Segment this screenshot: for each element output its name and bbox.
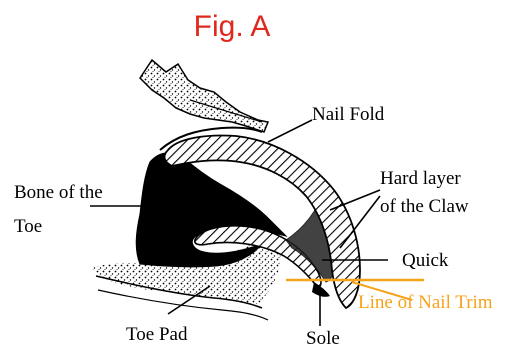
label-hard-layer-1: Hard layer <box>380 168 461 189</box>
label-quick: Quick <box>402 250 449 271</box>
label-toe-pad: Toe Pad <box>126 324 188 345</box>
figure-title: Fig. A <box>194 10 271 43</box>
label-hard-layer-2: of the Claw <box>380 196 469 217</box>
label-nail-fold: Nail Fold <box>312 104 385 125</box>
label-trim-line: Line of Nail Trim <box>358 292 493 313</box>
label-sole: Sole <box>306 328 340 349</box>
label-bone-1: Bone of the <box>14 182 103 203</box>
nail-fold-pointer <box>268 120 312 142</box>
label-bone-2: Toe <box>14 216 42 237</box>
